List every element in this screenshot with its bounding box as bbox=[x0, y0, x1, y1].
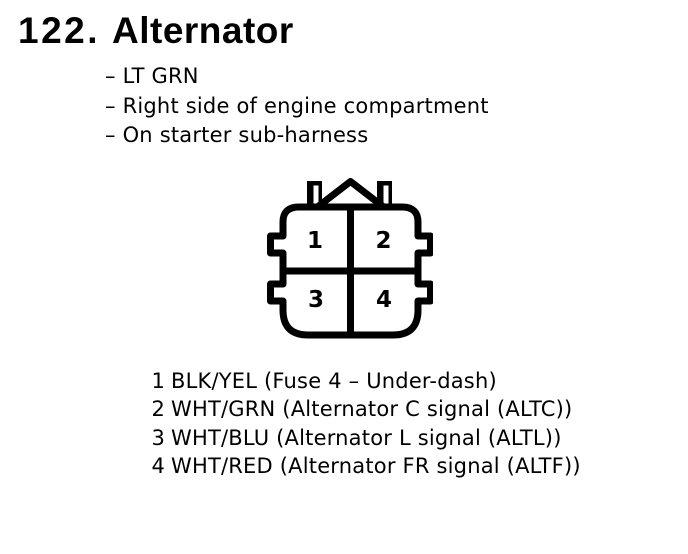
note-line: – Right side of engine compartment bbox=[105, 93, 489, 118]
pin-description: BLK/YEL (Fuse 4 – Under-dash) bbox=[171, 369, 497, 393]
pin-list: 1 BLK/YEL (Fuse 4 – Under-dash) 2 WHT/GR… bbox=[151, 367, 581, 480]
pin-row: 3 WHT/BLU (Alternator L signal (ALTL)) bbox=[151, 424, 581, 452]
pin-number: 3 bbox=[151, 425, 165, 450]
page-title: Alternator bbox=[112, 10, 294, 51]
connector-diagram: 1 2 3 4 bbox=[267, 178, 433, 339]
cavity-label-3: 3 bbox=[308, 287, 324, 313]
page-index-number: 122. bbox=[18, 10, 101, 51]
pin-number: 1 bbox=[151, 369, 165, 393]
pin-description: WHT/BLU (Alternator L signal (ALTL)) bbox=[171, 425, 562, 450]
pin-number: 2 bbox=[151, 397, 165, 422]
pin-row: 1 BLK/YEL (Fuse 4 – Under-dash) bbox=[151, 367, 581, 395]
connector-key-triangle bbox=[315, 178, 386, 210]
cavity-label-2: 2 bbox=[375, 228, 391, 254]
pin-row: 4 WHT/RED (Alternator FR signal (ALTF)) bbox=[151, 452, 581, 480]
pin-description: WHT/RED (Alternator FR signal (ALTF)) bbox=[171, 453, 581, 478]
note-line: – LT GRN bbox=[105, 64, 199, 88]
pin-number: 4 bbox=[151, 453, 165, 478]
cavity-label-1: 1 bbox=[307, 228, 323, 254]
pin-row: 2 WHT/GRN (Alternator C signal (ALTC)) bbox=[151, 395, 581, 423]
cavity-label-4: 4 bbox=[376, 287, 392, 313]
connector-tab-left bbox=[307, 181, 322, 208]
note-line: – On starter sub-harness bbox=[105, 123, 369, 147]
notes-list: – LT GRN – Right side of engine compartm… bbox=[105, 62, 489, 151]
pin-description: WHT/GRN (Alternator C signal (ALTC)) bbox=[171, 397, 573, 422]
